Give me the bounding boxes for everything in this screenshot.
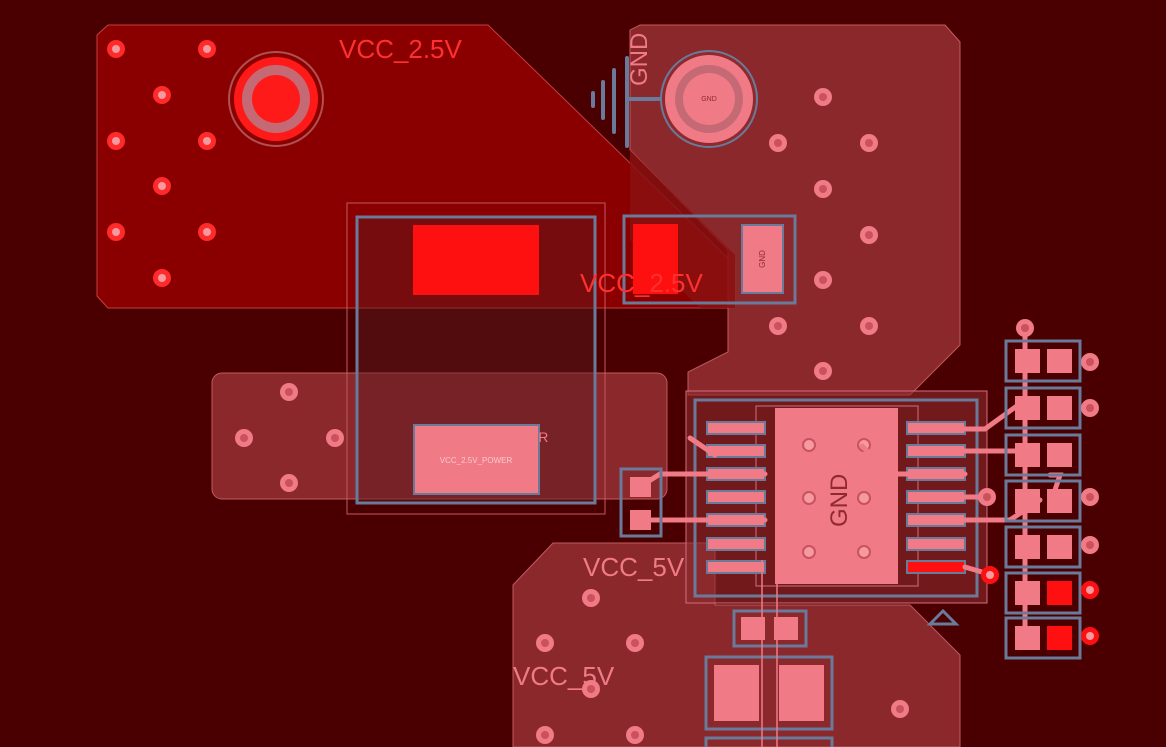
via-icon <box>326 429 344 447</box>
regulator-footprint[interactable] <box>346 202 606 515</box>
via-icon <box>1081 627 1099 645</box>
gnd-mounting-hole[interactable] <box>660 50 758 148</box>
via-icon <box>198 223 216 241</box>
ic-pins-right <box>906 421 966 574</box>
via-icon <box>814 180 832 198</box>
via-icon <box>981 566 999 584</box>
net-label-vcc-2-5v-top: VCC_2.5V <box>339 34 462 64</box>
ic-thermal-vias <box>802 438 871 559</box>
via-icon <box>626 726 644 744</box>
gnd-pad-label: GND <box>758 250 767 268</box>
via-icon <box>1081 488 1099 506</box>
via-icon <box>1081 399 1099 417</box>
via-icon <box>626 634 644 652</box>
ic-footprint[interactable] <box>685 390 988 626</box>
via-icon <box>814 362 832 380</box>
gnd-vias <box>769 88 878 380</box>
via-icon <box>1081 581 1099 599</box>
via-icon <box>536 726 554 744</box>
via-icon <box>769 134 787 152</box>
small-cap-left[interactable] <box>619 467 663 538</box>
resistor-4 <box>1004 479 1082 523</box>
mounting-hole-icon[interactable] <box>228 51 324 147</box>
via-icon <box>107 223 125 241</box>
net-label-gnd-top: GND <box>626 33 653 86</box>
ground-icon <box>591 56 662 148</box>
ic-pins-left <box>706 421 766 574</box>
net-label-vcc-2-5v-middle: VCC_2.5V <box>580 268 703 298</box>
regulator-pad-label: VCC_2.5V_POWER <box>440 456 513 465</box>
resistor-3 <box>1004 433 1082 477</box>
net-label-gnd-ic: GND <box>826 474 853 527</box>
via-icon <box>891 700 909 718</box>
gnd-mount-hole-label: GND <box>701 96 717 103</box>
via-icon <box>582 680 600 698</box>
via-icon <box>198 132 216 150</box>
via-icon <box>235 429 253 447</box>
lower-pour-vias <box>235 383 344 492</box>
via-icon <box>582 589 600 607</box>
via-icon <box>280 383 298 401</box>
resistor-5 <box>1004 525 1082 569</box>
via-icon <box>536 634 554 652</box>
via-icon <box>1081 353 1099 371</box>
via-icon <box>153 177 171 195</box>
via-icon <box>860 226 878 244</box>
via-icon <box>860 317 878 335</box>
via-icon <box>769 317 787 335</box>
via-icon <box>814 271 832 289</box>
via-icon <box>1081 536 1099 554</box>
resistor-1 <box>1004 339 1082 383</box>
resistor-array[interactable] <box>1004 339 1082 660</box>
pin1-marker <box>926 608 960 626</box>
edge-vias <box>978 319 1099 645</box>
via-icon <box>860 134 878 152</box>
net-label-vcc-5v-lower: VCC_5V <box>513 661 615 691</box>
via-icon <box>280 474 298 492</box>
capacitor-footprint[interactable] <box>622 214 797 305</box>
via-icon <box>814 88 832 106</box>
resistor-6 <box>1004 571 1082 615</box>
bottom-components[interactable] <box>704 540 834 747</box>
vcc-5v-vias <box>536 589 909 744</box>
vcc-2-5v-vias <box>107 40 216 287</box>
via-icon <box>1016 319 1034 337</box>
via-icon <box>153 86 171 104</box>
via-icon <box>978 488 996 506</box>
via-icon <box>198 40 216 58</box>
net-label-regulator: VCC_2.5V_POWER <box>422 429 549 445</box>
via-icon <box>107 132 125 150</box>
via-icon <box>107 40 125 58</box>
resistor-2 <box>1004 386 1082 430</box>
resistor-7 <box>1004 616 1082 660</box>
via-icon <box>153 269 171 287</box>
net-label-vcc-5v-upper: VCC_5V <box>583 552 685 582</box>
